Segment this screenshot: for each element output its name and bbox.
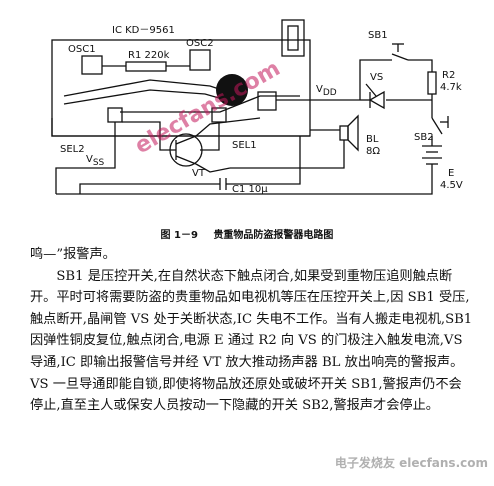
text-paragraph: SB1 是压控开关,在自然状态下触点闭合,如果受到重物压追则触点断开。平时可将需… — [30, 268, 473, 414]
sel2-label: SEL2 — [60, 144, 85, 155]
figure-title: 贵重物品防盗报警器电路图 — [213, 230, 334, 241]
ic-label: IC KD－9561 — [112, 25, 175, 36]
sb2-switch — [431, 117, 443, 135]
vdd-pad — [257, 91, 277, 111]
figure-caption: 图 1－9 贵重物品防盗报警器电路图 — [0, 226, 494, 241]
r1-resistor — [125, 61, 167, 72]
osc1-label: OSC1 — [68, 44, 96, 55]
vt-label: VT — [192, 168, 206, 179]
circuit-diagram: IC KD－9561 OSC1 OSC2 R1 220k VDD SB1 VS … — [51, 19, 463, 195]
ic-pad-right — [281, 19, 305, 57]
e-label: E — [448, 168, 454, 179]
speaker-bl — [339, 125, 349, 141]
r2-resistor — [427, 71, 437, 95]
r2-value: 4.7k — [440, 82, 462, 93]
bl-value: 8Ω — [366, 146, 380, 157]
sel1-label: SEL1 — [232, 140, 257, 151]
figure-number: 图 1－9 — [160, 230, 198, 241]
sel2-pad — [107, 107, 123, 123]
bl-label: BL — [366, 134, 379, 145]
osc2-pad — [189, 49, 211, 71]
osc1-pad — [81, 55, 103, 75]
ic-chip-blob — [216, 74, 248, 106]
r2-label: R2 — [442, 70, 455, 81]
vss-label: VSS — [86, 154, 105, 168]
footer-watermark: 电子发烧友 elecfans.com — [334, 456, 488, 470]
osc2-label: OSC2 — [186, 38, 214, 49]
e-value: 4.5V — [440, 180, 463, 191]
sb1-switch — [391, 53, 409, 61]
body-text: 鸣—”报警声。 SB1 是压控开关,在自然状态下触点闭合,如果受到重物压追则触点… — [30, 244, 474, 417]
vs-thyristor — [368, 90, 385, 110]
sb2-label: SB2 — [414, 132, 434, 143]
c1-label: C1 10μ — [232, 184, 268, 195]
r1-label: R1 220k — [128, 50, 170, 61]
text-line-continued: 鸣—”报警声。 — [30, 247, 116, 262]
vs-label: VS — [370, 72, 383, 83]
vdd-label: VDD — [316, 84, 337, 98]
sb1-label: SB1 — [368, 30, 388, 41]
